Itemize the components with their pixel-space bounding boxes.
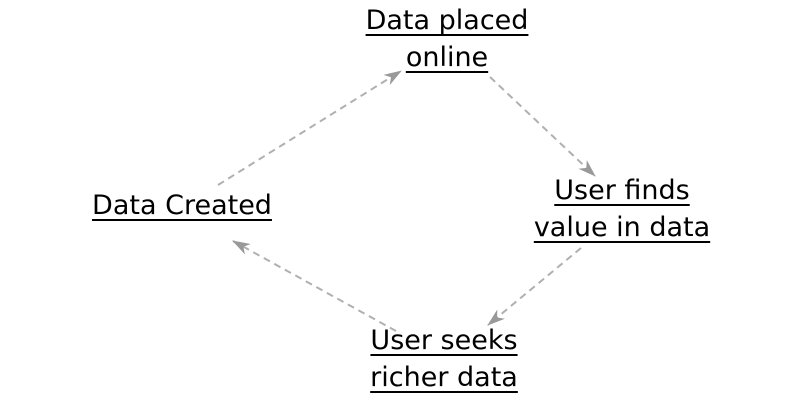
node-label-line: User seeks <box>370 325 518 356</box>
node-data-placed-online: Data placed online <box>366 2 529 76</box>
node-label-line: Data placed <box>365 5 529 36</box>
arrow-data-created-to-data-placed-online <box>217 70 402 186</box>
node-user-finds-value: User finds value in data <box>534 172 710 246</box>
node-data-created: Data Created <box>92 187 272 224</box>
node-label-line: User finds <box>554 175 690 206</box>
node-label-line: richer data <box>370 362 518 393</box>
node-label-line: value in data <box>533 212 711 243</box>
arrow-data-placed-online-to-user-finds-value <box>489 76 596 177</box>
node-label-line: Data Created <box>92 190 272 221</box>
node-user-seeks-richer: User seeks richer data <box>370 322 518 396</box>
arrow-user-seeks-richer-to-data-created <box>232 240 397 332</box>
node-label-line: online <box>405 42 489 73</box>
arrow-user-finds-value-to-user-seeks-richer <box>487 247 582 326</box>
